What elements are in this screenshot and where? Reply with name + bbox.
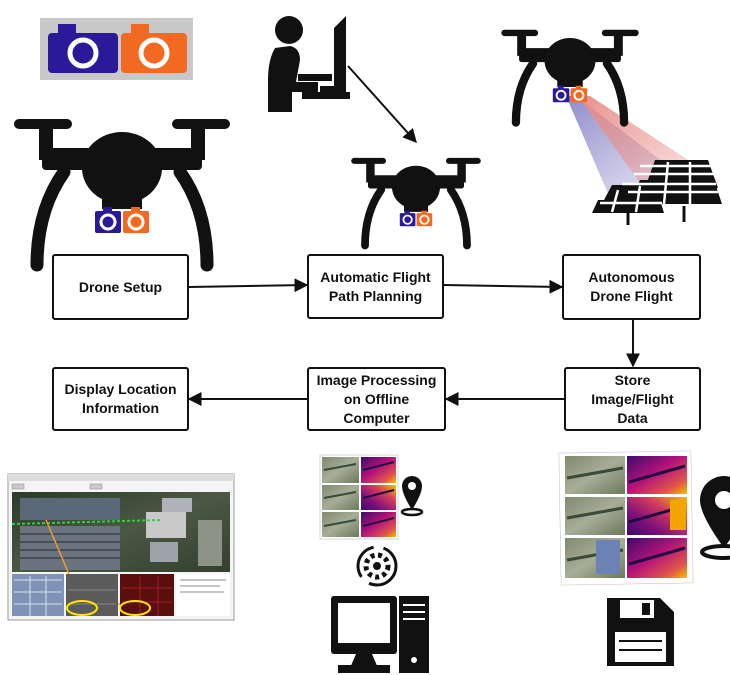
location-display-screenshot	[7, 473, 235, 621]
floppy-disk-icon	[607, 598, 674, 666]
arrow-planning-to-flight	[443, 279, 564, 294]
step-autonomous-drone-flight: Autonomous Drone Flight	[562, 254, 701, 320]
step-automatic-flight-path-planning: Automatic Flight Path Planning	[307, 254, 444, 319]
solar-panel-array-icon	[592, 160, 722, 225]
step-image-processing-offline-computer: Image Processing on Offline Computer	[307, 367, 446, 431]
stored-image-grid	[558, 450, 694, 586]
location-pin-icon	[400, 476, 424, 517]
operator-to-drone-arrow	[347, 65, 417, 144]
operator-at-computer-icon	[268, 16, 350, 112]
processing-gear-icon	[356, 545, 398, 587]
drone-planning-icon	[351, 158, 481, 246]
step-drone-setup: Drone Setup	[52, 254, 189, 320]
step-store-image-flight-data: Store Image/Flight Data	[564, 367, 701, 431]
camera-pair-icon	[40, 18, 193, 80]
location-pin-large-icon	[700, 476, 730, 560]
arrow-setup-to-planning	[188, 278, 309, 293]
drone-flight-icon	[501, 30, 638, 123]
desktop-computer-icon	[331, 596, 429, 673]
step-display-location-information: Display Location Information	[52, 367, 189, 431]
drone-setup-icon	[14, 119, 230, 265]
processing-image-grid	[319, 454, 399, 540]
